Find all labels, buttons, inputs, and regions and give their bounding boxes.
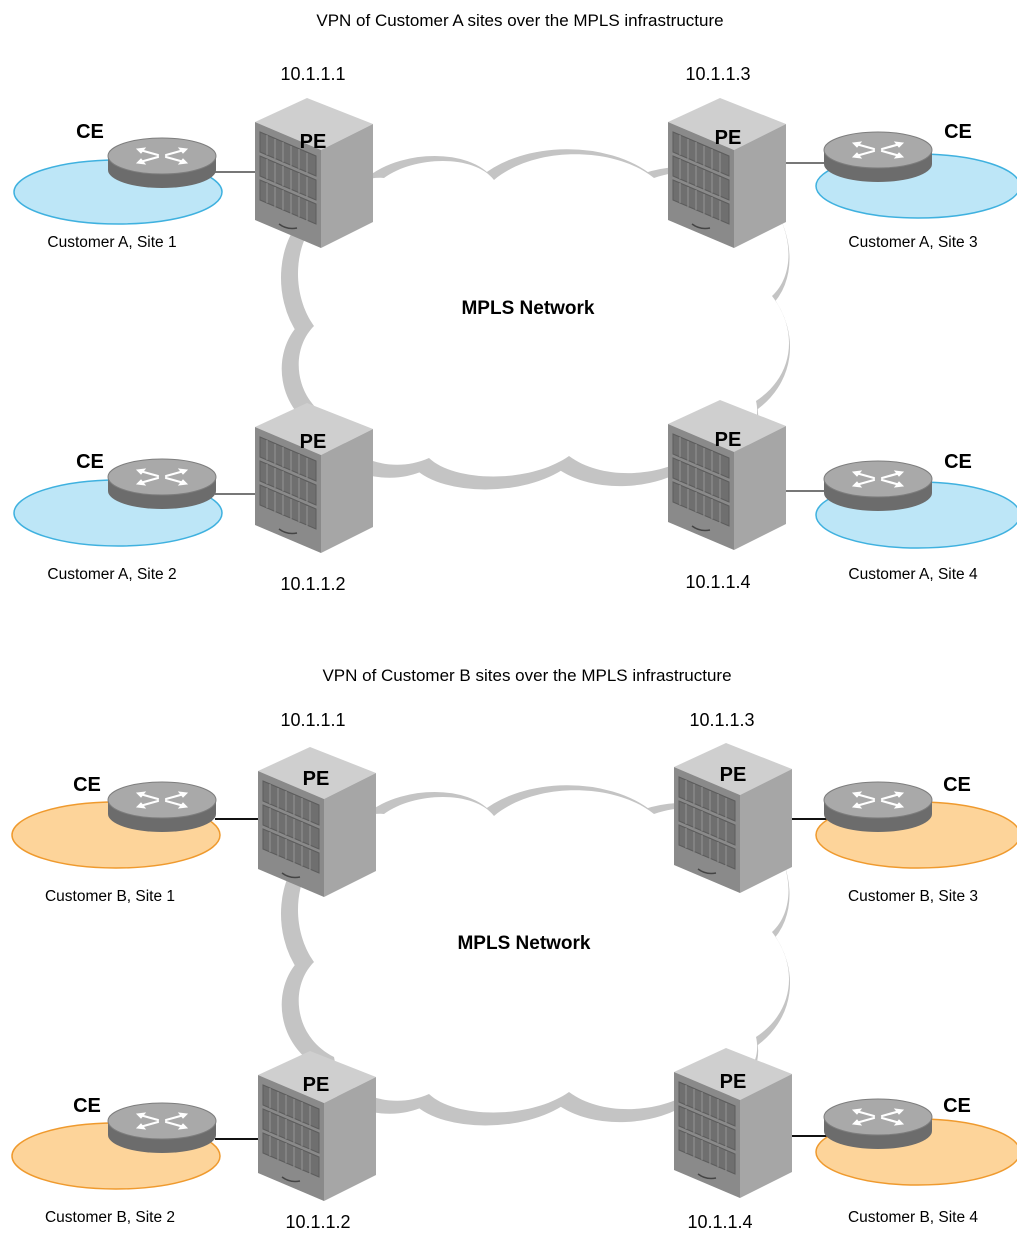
site-1: CE Customer B, Site 1 (11, 774, 221, 905)
pe-router-icon (254, 402, 374, 554)
diagram-title: VPN of Customer B sites over the MPLS in… (322, 666, 731, 685)
pe-router-icon (254, 97, 374, 249)
pe-address: 10.1.1.1 (280, 64, 345, 84)
pe-label: PE (715, 429, 742, 451)
pe-address: 10.1.1.4 (685, 572, 750, 592)
ce-router-icon (106, 1101, 218, 1155)
ce-label: CE (943, 1095, 971, 1117)
ce-router-icon (822, 780, 934, 834)
site-label: Customer A, Site 3 (848, 234, 977, 251)
ce-router-icon (822, 1097, 934, 1151)
network-label: MPLS Network (457, 933, 590, 954)
ce-label: CE (76, 121, 104, 143)
site-label: Customer B, Site 2 (45, 1209, 175, 1226)
diagram-title: VPN of Customer A sites over the MPLS in… (316, 11, 723, 30)
pe-address: 10.1.1.3 (689, 710, 754, 730)
site-label: Customer B, Site 1 (45, 888, 175, 905)
site-label: Customer A, Site 2 (47, 566, 176, 583)
ce-router-icon (822, 459, 934, 513)
links (215, 162, 830, 495)
site-1: CE Customer A, Site 1 (13, 121, 223, 251)
ce-label: CE (943, 774, 971, 796)
pe-router-icon (667, 399, 787, 551)
pe-router-4: PE 10.1.1.4 (673, 1047, 793, 1232)
ce-router-icon (106, 780, 218, 834)
site-2: CE Customer A, Site 2 (13, 451, 223, 583)
site-3: CE Customer A, Site 3 (815, 121, 1017, 251)
pe-router-2: PE 10.1.1.2 (257, 1050, 377, 1232)
site-label: Customer B, Site 3 (848, 888, 978, 905)
pe-address: 10.1.1.1 (280, 710, 345, 730)
pe-label: PE (303, 1074, 330, 1096)
ce-router-icon (106, 457, 218, 511)
diagram-customer-a: VPN of Customer A sites over the MPLS in… (13, 11, 1017, 594)
site-4: CE Customer B, Site 4 (815, 1095, 1017, 1226)
pe-label: PE (720, 764, 747, 786)
ce-label: CE (73, 1095, 101, 1117)
links (215, 818, 830, 1140)
pe-router-3: PE 10.1.1.3 (673, 710, 793, 894)
pe-router-4: PE 10.1.1.4 (667, 399, 787, 592)
ce-label: CE (944, 451, 972, 473)
pe-label: PE (720, 1071, 747, 1093)
pe-address: 10.1.1.4 (687, 1212, 752, 1232)
pe-router-icon (667, 97, 787, 249)
pe-address: 10.1.1.2 (285, 1212, 350, 1232)
site-label: Customer B, Site 4 (848, 1209, 978, 1226)
site-2: CE Customer B, Site 2 (11, 1095, 221, 1226)
site-label: Customer A, Site 4 (848, 566, 978, 583)
ce-label: CE (73, 774, 101, 796)
pe-router-1: PE 10.1.1.1 (254, 64, 374, 249)
pe-address: 10.1.1.3 (685, 64, 750, 84)
site-label: Customer A, Site 1 (47, 234, 176, 251)
ce-label: CE (76, 451, 104, 473)
site-4: CE Customer A, Site 4 (815, 451, 1017, 583)
diagram-customer-b: VPN of Customer B sites over the MPLS in… (11, 666, 1017, 1232)
pe-router-1: PE 10.1.1.1 (257, 710, 377, 898)
ce-router-icon (822, 130, 934, 184)
pe-label: PE (300, 431, 327, 453)
ce-label: CE (944, 121, 972, 143)
pe-address: 10.1.1.2 (280, 574, 345, 594)
ce-router-icon (106, 136, 218, 190)
pe-label: PE (303, 768, 330, 790)
pe-label: PE (300, 131, 327, 153)
pe-router-3: PE 10.1.1.3 (667, 64, 787, 249)
network-label: MPLS Network (461, 298, 594, 319)
site-3: CE Customer B, Site 3 (815, 774, 1017, 905)
pe-label: PE (715, 127, 742, 149)
pe-router-2: PE 10.1.1.2 (254, 402, 374, 594)
